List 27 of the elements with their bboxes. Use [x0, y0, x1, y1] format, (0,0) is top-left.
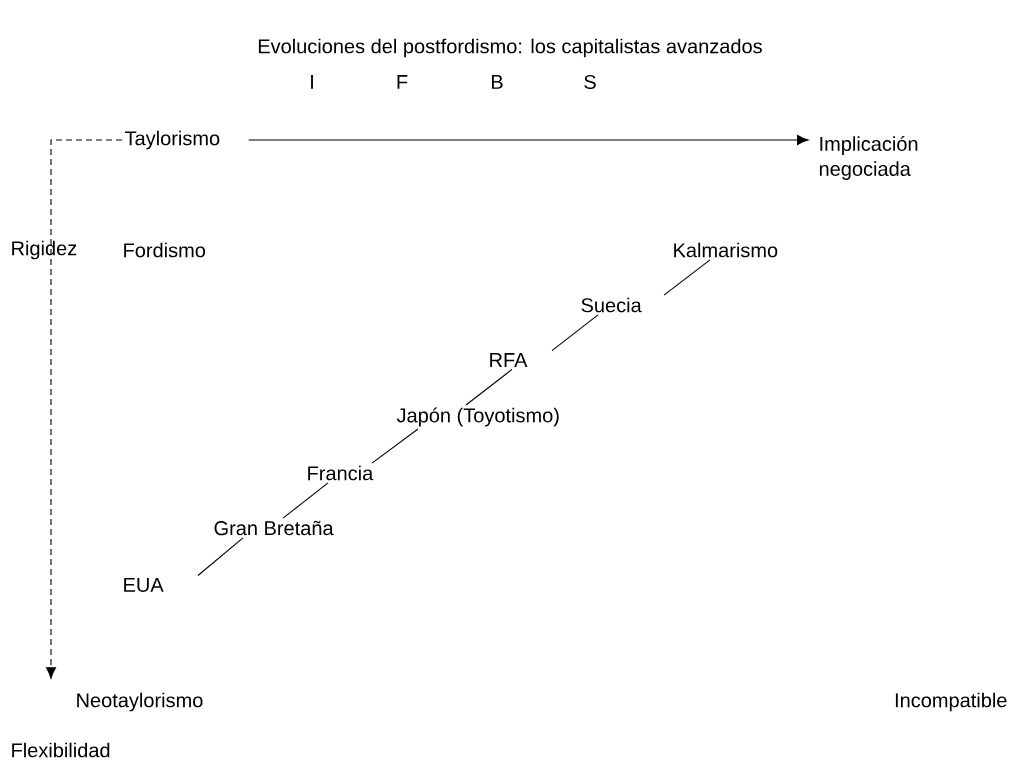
term-label: Neotaylorismo	[77, 692, 203, 712]
axis-label: Rigidez	[12, 240, 77, 260]
connector-line	[45, 139, 123, 679]
term-label: Implicación negociada	[819, 136, 918, 180]
connector-line	[282, 482, 329, 519]
connector-line	[465, 368, 513, 406]
term-label: Japón (Toyotismo)	[396, 407, 559, 427]
connector-line	[663, 259, 711, 296]
connector-line	[551, 314, 599, 352]
column-letter: I	[311, 75, 313, 89]
term-label: Francia	[308, 465, 374, 481]
connector-line	[248, 134, 809, 145]
term-label: Suecia	[581, 297, 642, 313]
term-label: Gran Bretaña	[214, 520, 334, 536]
category-label: Incompatible	[895, 692, 1007, 712]
connector-line	[371, 428, 419, 464]
title: Evoluciones del postfordismo: los capitalistas avanzados	[258, 38, 762, 58]
column-letter: F	[397, 75, 408, 89]
term-label: Kalmarismo	[674, 242, 778, 258]
term-label: Taylorismo	[125, 130, 220, 150]
term-label: EUA	[124, 578, 164, 592]
category-label: Fordismo	[124, 242, 206, 258]
axis-label: Flexibilidad	[12, 742, 110, 758]
column-letter: S	[584, 74, 596, 90]
column-letter: B	[492, 75, 503, 89]
connector-line	[197, 537, 244, 576]
term-label: RFA	[490, 353, 528, 367]
